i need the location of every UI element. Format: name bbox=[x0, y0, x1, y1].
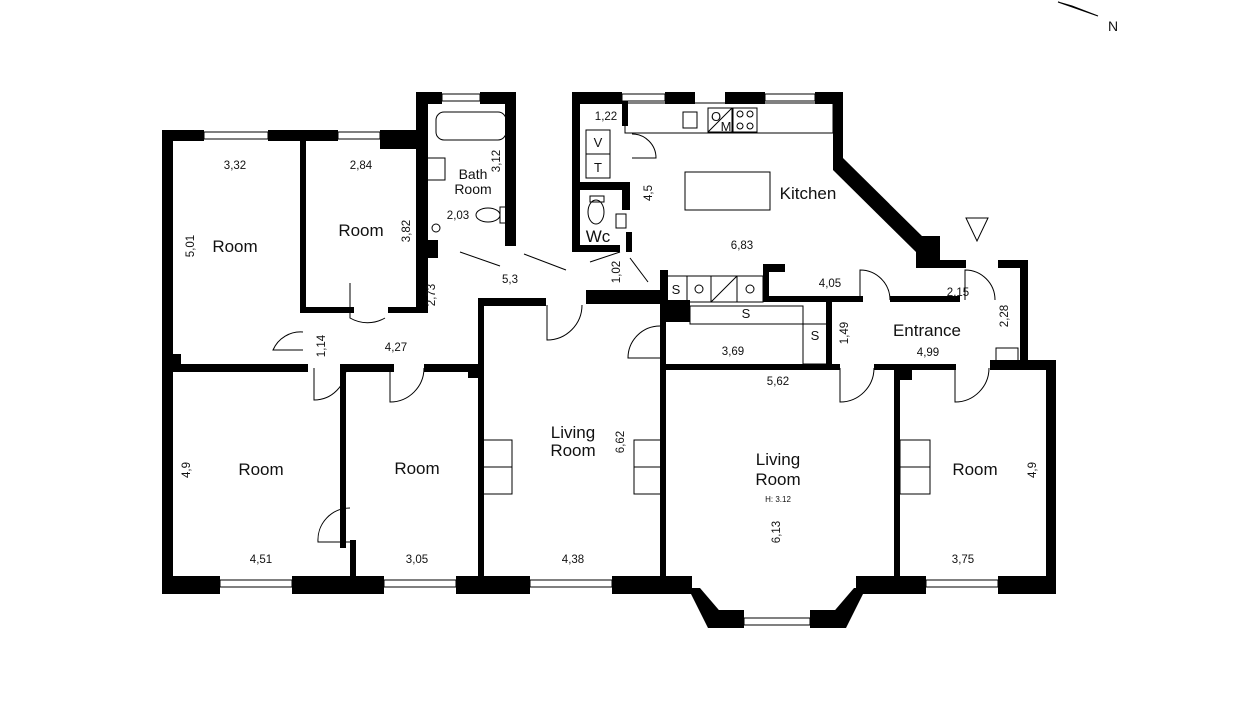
room-label: Room bbox=[394, 459, 439, 478]
washbasin-icon bbox=[426, 157, 446, 181]
door bbox=[349, 283, 386, 324]
dimension-label: 3,32 bbox=[224, 160, 246, 172]
hob-icon bbox=[732, 107, 758, 133]
dimension-label: 3,05 bbox=[406, 554, 428, 566]
dimension-label: 5,62 bbox=[767, 376, 789, 388]
bathtub-icon bbox=[435, 111, 507, 141]
dimension-label: 2,03 bbox=[447, 210, 469, 222]
dimension-labels: 3,32 5,01 2,84 3,82 3,12 2,03 1,22 4,5 6… bbox=[181, 111, 1039, 566]
wardrobe-v-label: V bbox=[594, 135, 603, 150]
door bbox=[859, 269, 891, 301]
light-icon bbox=[431, 223, 441, 233]
wardrobe-t-label: T bbox=[594, 160, 602, 175]
dimension-label: 1,02 bbox=[611, 261, 623, 283]
dimension-label: 4,5 bbox=[643, 185, 655, 201]
dimension-label: 6,13 bbox=[771, 521, 783, 543]
dimension-label: 4,9 bbox=[1027, 462, 1039, 478]
living-room-2-line2: Room bbox=[755, 470, 800, 489]
door bbox=[964, 269, 996, 301]
dimension-label: 3,12 bbox=[491, 150, 503, 172]
room-label: Room bbox=[338, 221, 383, 240]
dimension-label: 3,69 bbox=[722, 346, 744, 358]
door bbox=[954, 367, 990, 403]
dimension-label: 4,51 bbox=[250, 554, 272, 566]
windows bbox=[203, 93, 999, 626]
kitchen-island bbox=[684, 171, 771, 211]
bath-label-line2: Room bbox=[454, 181, 491, 197]
living-room-1-line2: Room bbox=[550, 441, 595, 460]
dimension-label: 2,28 bbox=[999, 305, 1011, 327]
wc-label: Wc bbox=[586, 227, 611, 246]
room-label: Room bbox=[212, 237, 257, 256]
sink-icon bbox=[682, 111, 698, 129]
dimension-label: 4,99 bbox=[917, 347, 939, 359]
fan-icon bbox=[745, 284, 755, 294]
bath-label-line1: Bath bbox=[459, 166, 488, 182]
storage-label: S bbox=[672, 282, 681, 297]
dimension-label: 1,14 bbox=[316, 334, 328, 357]
dimension-label: 3,75 bbox=[952, 554, 974, 566]
dimension-label: 4,27 bbox=[385, 342, 407, 354]
compass: N bbox=[1057, 1, 1118, 34]
door bbox=[631, 133, 657, 159]
microwave-label: M bbox=[721, 119, 732, 134]
storage-label: S bbox=[811, 328, 820, 343]
dimension-label: 2,84 bbox=[350, 160, 373, 172]
dimension-label: 6,62 bbox=[615, 431, 627, 453]
wc-toilet-icon bbox=[587, 199, 605, 225]
door bbox=[839, 367, 875, 403]
dimension-label: 1,49 bbox=[839, 322, 851, 344]
wc-basin-icon bbox=[615, 213, 627, 229]
doors bbox=[272, 133, 996, 543]
oven-box bbox=[707, 107, 733, 133]
oven-label: O bbox=[711, 109, 721, 124]
door bbox=[627, 325, 661, 359]
dimension-label: 6,83 bbox=[731, 240, 753, 252]
entrance-marker-icon bbox=[965, 217, 989, 243]
walls bbox=[162, 92, 1056, 628]
dimension-label: 2,73 bbox=[426, 284, 438, 306]
dimension-label: 4,38 bbox=[562, 554, 584, 566]
dimension-label: 4,05 bbox=[819, 278, 841, 290]
kitchen-label: Kitchen bbox=[780, 184, 837, 203]
dimension-label: 4,9 bbox=[181, 462, 193, 478]
living-room-2-line1: Living bbox=[756, 450, 800, 469]
room-label: Room bbox=[238, 460, 283, 479]
room-label: Room bbox=[952, 460, 997, 479]
door bbox=[546, 304, 583, 341]
entrance-label: Entrance bbox=[893, 321, 961, 340]
fixture-labels: O M V T S S S bbox=[594, 109, 820, 343]
ceiling-height-label: H: 3.12 bbox=[765, 495, 791, 504]
door bbox=[272, 331, 304, 351]
door bbox=[389, 367, 425, 403]
storage-label: S bbox=[742, 306, 751, 321]
north-arrow-icon bbox=[1057, 1, 1099, 17]
living-room-1-line1: Living bbox=[551, 423, 595, 442]
dimension-label: 1,22 bbox=[595, 111, 617, 123]
north-label: N bbox=[1108, 18, 1118, 34]
dimension-label: 2,15 bbox=[947, 287, 969, 299]
fan-icon bbox=[694, 284, 704, 294]
dimension-label: 5,3 bbox=[502, 274, 518, 286]
dimension-label: 3,82 bbox=[401, 220, 413, 242]
toilet-icon bbox=[475, 207, 501, 223]
dimension-label: 5,01 bbox=[185, 235, 197, 257]
room-labels: Room Room Bath Room Wc Kitchen Entrance … bbox=[212, 166, 997, 504]
